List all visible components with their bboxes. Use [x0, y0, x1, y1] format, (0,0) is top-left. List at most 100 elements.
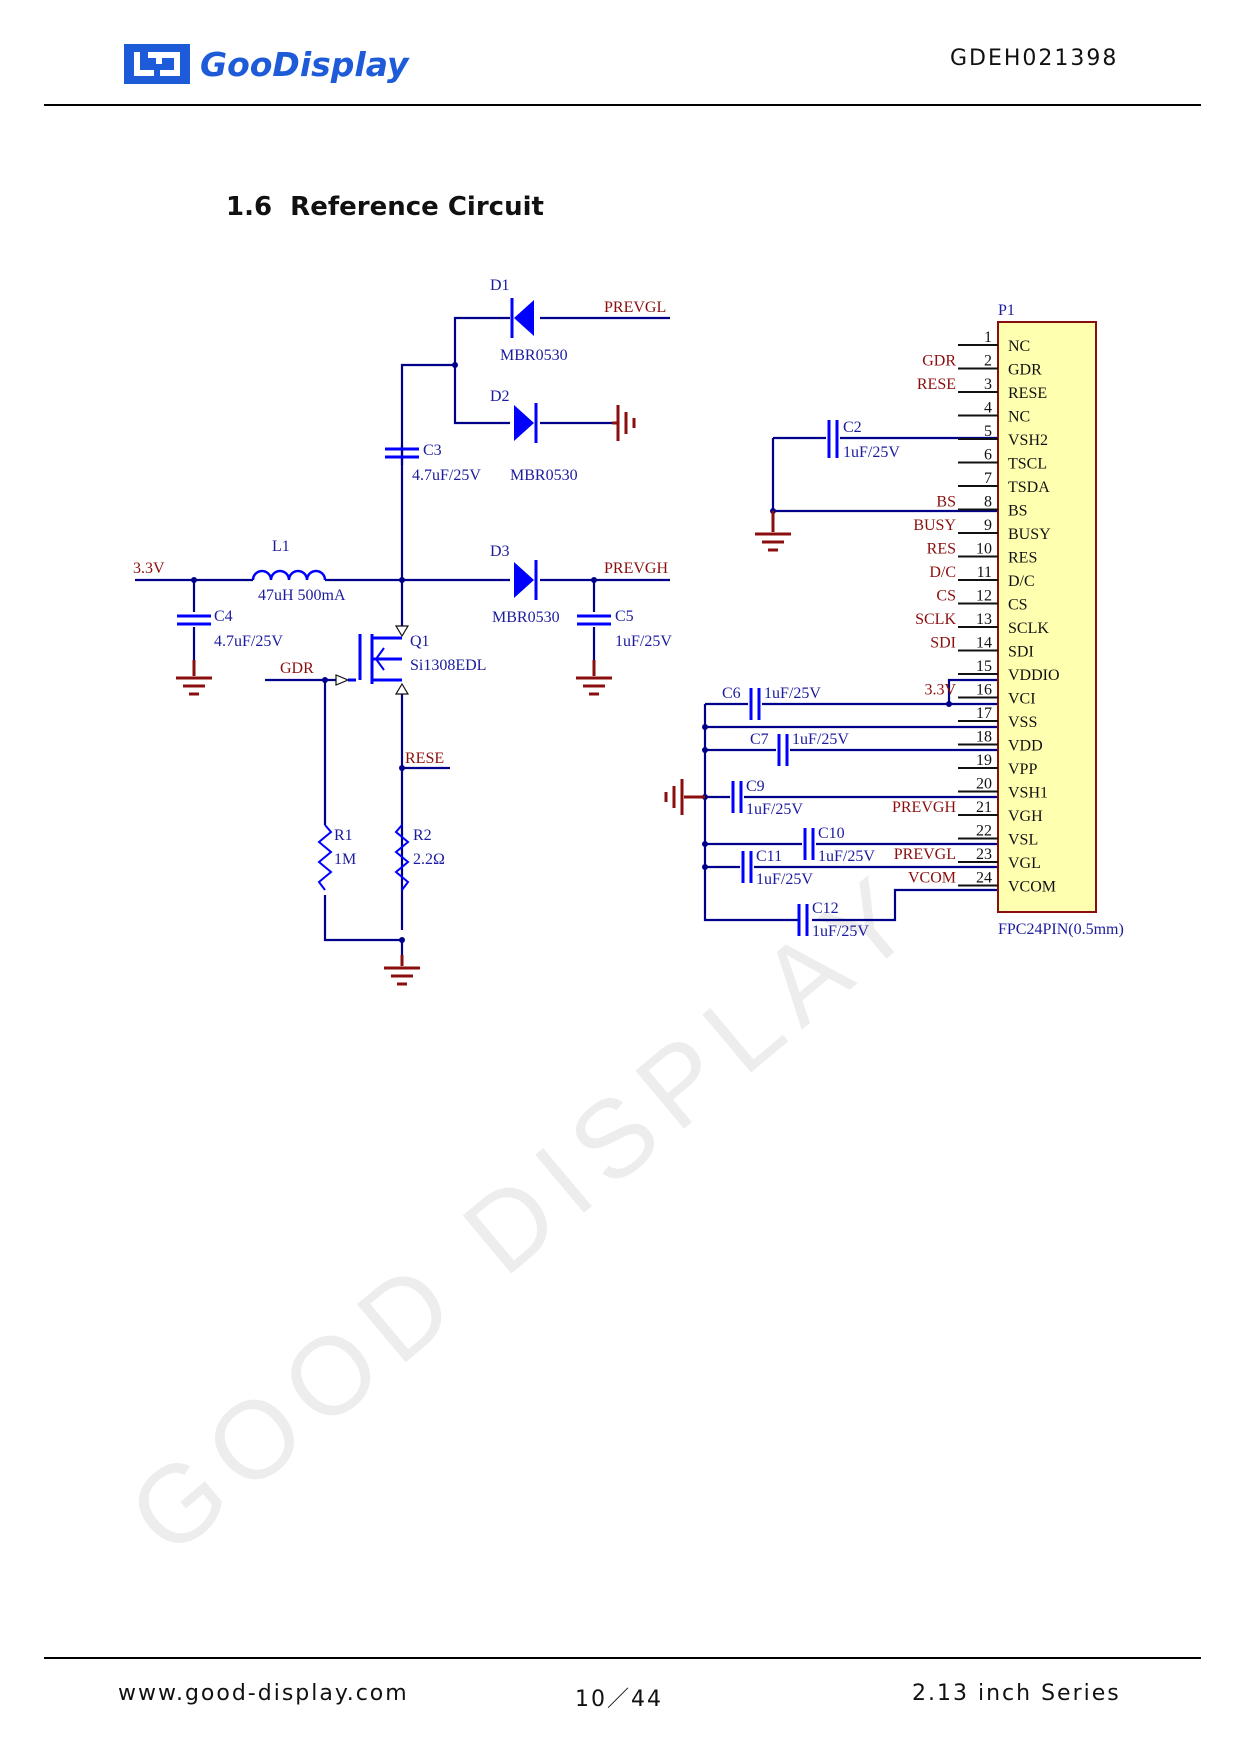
c3-value: 4.7uF/25V [412, 467, 481, 484]
net-3v3: 3.3V [133, 560, 165, 577]
ground-icon [176, 660, 212, 696]
capacitor-c6-icon [749, 688, 761, 720]
pin-name: RES [1008, 550, 1037, 567]
pin-number: 8 [984, 494, 992, 511]
pin-number: 16 [976, 682, 992, 699]
q1-ref: Q1 [410, 633, 430, 650]
pin-name: VCI [1008, 691, 1036, 708]
section-title: 1.6 Reference Circuit [226, 192, 544, 222]
pin-number: 23 [976, 846, 992, 863]
pin-name: VPP [1008, 761, 1037, 778]
pin-net-label: RES [927, 541, 956, 558]
capacitor-c4-icon [177, 614, 211, 626]
pin-number: 4 [984, 400, 992, 417]
pin-name: SCLK [1008, 620, 1049, 637]
connector-footprint: FPC24PIN(0.5mm) [998, 921, 1124, 938]
pin-number: 6 [984, 447, 992, 464]
pin-number: 11 [977, 564, 992, 581]
pin-name: TSDA [1008, 479, 1050, 496]
pin-number: 17 [976, 705, 992, 722]
pin-number: 20 [976, 776, 992, 793]
c2-ref: C2 [843, 419, 862, 436]
c4-ref: C4 [214, 608, 233, 625]
pin-net-label: GDR [922, 353, 956, 370]
pin-number: 22 [976, 823, 992, 840]
pin-number: 21 [976, 799, 992, 816]
footer-series: 2.13 inch Series [912, 1681, 1121, 1706]
ground-icon [755, 511, 791, 552]
d1-value: MBR0530 [500, 347, 568, 364]
capacitors [177, 420, 839, 936]
pin-stubs [958, 344, 998, 887]
connector-pins: 1NC2GDRGDR3RESERESE4NC5VSH26TSCL7TSDA8BS… [892, 329, 1060, 896]
resistor-r2-icon [394, 824, 410, 891]
pin-name: CS [1008, 597, 1028, 614]
capacitor-c5-icon [577, 614, 611, 626]
c11-value: 1uF/25V [756, 871, 813, 888]
footer-page-number: 10／44 [575, 1687, 663, 1712]
c5-ref: C5 [615, 608, 634, 625]
pin-name: RESE [1008, 385, 1047, 402]
wires [135, 316, 998, 955]
ground-icon [384, 955, 420, 986]
capacitor-c12-icon [797, 904, 809, 936]
ground-icon [664, 779, 705, 815]
pin-name: BUSY [1008, 526, 1051, 543]
c3-ref: C3 [423, 442, 442, 459]
pin-name: SDI [1008, 644, 1034, 661]
logo-mark-icon [124, 44, 190, 84]
c6-value: 1uF/25V [764, 685, 821, 702]
pin-number: 15 [976, 658, 992, 675]
capacitor-c11-icon [741, 851, 753, 883]
capacitor-c7-icon [777, 734, 789, 766]
pin-name: VSH2 [1008, 432, 1048, 449]
pin-net-label: PREVGL [894, 846, 956, 863]
c10-ref: C10 [818, 825, 845, 842]
header-divider [44, 104, 1201, 106]
inductor-l1-icon [251, 569, 327, 581]
pin-name: VSL [1008, 832, 1038, 849]
c10-value: 1uF/25V [818, 848, 875, 865]
pin-name: D/C [1008, 573, 1035, 590]
section-number: 1.6 [226, 192, 273, 222]
connector-p1-body [997, 321, 1097, 913]
document-id: GDEH021398 [950, 46, 1119, 71]
c7-ref: C7 [750, 731, 769, 748]
footer-website[interactable]: www.good-display.com [118, 1681, 409, 1706]
c5-value: 1uF/25V [615, 633, 672, 650]
l1-value: 47uH 500mA [258, 587, 346, 604]
pin-number: 9 [984, 517, 992, 534]
pin-name: VGL [1008, 855, 1041, 872]
pin-name: GDR [1008, 362, 1042, 379]
net-prevgh: PREVGH [604, 560, 668, 577]
c6-ref: C6 [722, 685, 741, 702]
section-heading: Reference Circuit [290, 192, 544, 222]
connector-ref: P1 [998, 302, 1015, 319]
d3-ref: D3 [490, 543, 510, 560]
net-prevgl: PREVGL [604, 299, 666, 316]
capacitor-c10-icon [803, 828, 815, 860]
c12-ref: C12 [812, 900, 839, 917]
c2-value: 1uF/25V [843, 444, 900, 461]
pin-net-label: 3.3V [924, 682, 956, 699]
net-gdr: GDR [280, 660, 314, 677]
brand-logo: GooDisplay [124, 44, 408, 84]
pin-number: 5 [984, 423, 992, 440]
d3-value: MBR0530 [492, 609, 560, 626]
resistor-r1-icon [317, 824, 333, 891]
capacitor-c9-icon [731, 781, 743, 813]
pin-net-label: RESE [917, 376, 956, 393]
pin-net-label: CS [936, 588, 956, 605]
pin-number: 10 [976, 541, 992, 558]
ground-symbols [176, 405, 791, 986]
pin-number: 3 [984, 376, 992, 393]
pin-name: NC [1008, 338, 1030, 355]
c11-ref: C11 [756, 848, 782, 865]
l1-ref: L1 [272, 538, 290, 555]
pin-name: BS [1008, 503, 1028, 520]
pin-name: VGH [1008, 808, 1043, 825]
pin-net-label: D/C [929, 564, 956, 581]
diode-d3-icon [514, 560, 538, 600]
pin-number: 14 [976, 635, 992, 652]
